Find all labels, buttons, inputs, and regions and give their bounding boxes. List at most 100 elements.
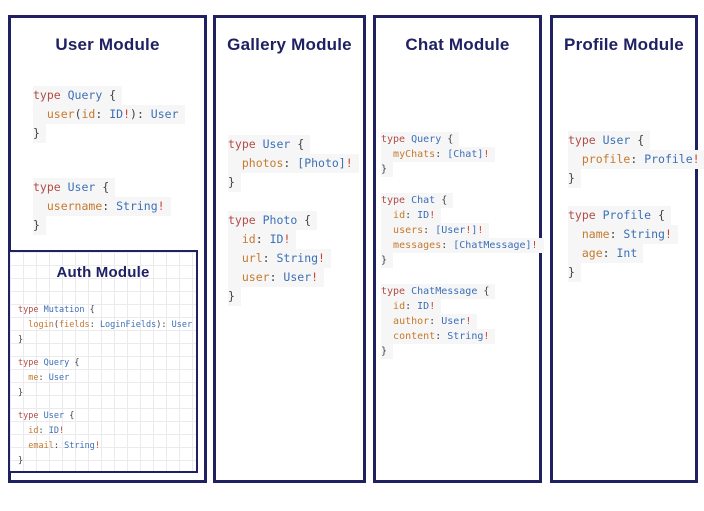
code-token: age — [581, 246, 603, 260]
code-token: : — [423, 225, 436, 236]
code-line: author: User! — [381, 314, 478, 329]
code-token: { — [74, 358, 80, 368]
code-line: type ChatMessage { — [381, 284, 496, 299]
code-line: type User { — [33, 178, 116, 197]
code-token: ! — [531, 240, 538, 251]
code-token: type — [18, 411, 44, 421]
code-token — [228, 156, 242, 170]
code-token: ! — [345, 156, 353, 170]
code-token: ID — [48, 426, 59, 436]
code-token — [228, 270, 242, 284]
code-token: ! — [157, 199, 165, 213]
code-line: } — [18, 386, 29, 401]
module-user: User Module type Query { user(id: ID!): … — [8, 15, 207, 483]
code-token: user — [241, 270, 270, 284]
code-type-definition: type User { profile: Profile!} — [568, 131, 704, 188]
code-token: user — [46, 107, 75, 121]
code-token: { — [441, 195, 448, 206]
code-token: { — [297, 137, 305, 151]
code-token: profile — [581, 152, 631, 166]
code-token: LoginFields — [99, 320, 157, 330]
code-token: ! — [123, 107, 131, 121]
code-token: : — [435, 149, 448, 160]
code-token: } — [381, 346, 388, 357]
code-token: ! — [283, 232, 291, 246]
code-token — [381, 301, 393, 312]
code-token: messages — [393, 240, 442, 251]
code-token: { — [304, 213, 312, 227]
code-token: Chat — [411, 195, 442, 206]
code-token: : — [429, 316, 442, 327]
code-token: } — [568, 265, 575, 279]
code-token: { — [447, 134, 454, 145]
code-line: user(id: ID!): User — [33, 105, 185, 124]
code-token: ! — [664, 227, 672, 241]
code-token: type — [568, 133, 603, 147]
code-token: ! — [692, 152, 700, 166]
code-token: ( — [74, 107, 82, 121]
module-profile: Profile Module type User { profile: Prof… — [550, 15, 704, 483]
code-token: String — [64, 441, 95, 451]
code-token: fields — [58, 320, 90, 330]
code-token: type — [18, 305, 44, 315]
code-token: id — [241, 232, 256, 246]
code-line: type Query { — [18, 356, 85, 371]
code-token — [381, 316, 393, 327]
code-token: ChatMessage — [411, 286, 484, 297]
module-chat: Chat Module type Query { myChats: [Chat]… — [373, 15, 544, 483]
module-gallery: Gallery Module type User { photos: [Phot… — [213, 15, 366, 483]
code-token: User — [283, 270, 312, 284]
code-token: ! — [483, 149, 490, 160]
code-token: type — [33, 88, 68, 102]
code-token: User — [602, 133, 638, 147]
code-type-definition: type Photo { id: ID! url: String! user: … — [228, 211, 359, 306]
code-type-definition: type Chat { id: ID! users: [User!]! mess… — [381, 193, 544, 268]
code-token: : — [435, 331, 448, 342]
code-token: User — [262, 137, 298, 151]
code-token: type — [381, 134, 412, 145]
code-token — [18, 373, 28, 383]
code-line: url: String! — [228, 249, 331, 268]
code-token: User — [48, 373, 70, 383]
code-token: User — [67, 180, 103, 194]
code-line: photos: [Photo]! — [228, 154, 359, 173]
code-token: { — [658, 208, 665, 222]
code-token: : — [38, 373, 49, 383]
code-token: Photo — [262, 213, 305, 227]
module-title: Gallery Module — [227, 35, 352, 54]
code-token: login — [28, 320, 54, 330]
code-line: users: [User!]! — [381, 223, 490, 238]
code-line: id: ID! — [381, 208, 442, 223]
code-line: } — [228, 287, 241, 306]
code-token: ): — [156, 320, 172, 330]
code-line: } — [568, 169, 581, 188]
code-token — [381, 225, 393, 236]
code-line: type User { — [228, 135, 311, 154]
code-type-definition: type ChatMessage { id: ID! author: User!… — [381, 284, 544, 359]
code-token: : — [89, 320, 100, 330]
code-token: me — [28, 373, 39, 383]
code-token: type — [228, 137, 263, 151]
code-token: Query — [43, 358, 75, 368]
code-line: type User { — [18, 409, 80, 424]
code-line: id: ID! — [381, 299, 442, 314]
code-line: type Query { — [381, 132, 460, 147]
code-token: } — [381, 255, 388, 266]
code-token: : — [609, 227, 624, 241]
code-token: ! — [94, 441, 100, 451]
code-block: type User { photos: [Photo]!}type Photo … — [228, 135, 359, 306]
module-title: User Module — [55, 35, 160, 54]
code-token: type — [228, 213, 263, 227]
code-line: email: String! — [18, 439, 106, 454]
code-token: String — [116, 199, 158, 213]
code-token: User — [150, 107, 179, 121]
code-token — [33, 199, 47, 213]
code-token: Int — [616, 246, 638, 260]
code-line: login(fields: LoginFields): User — [18, 318, 198, 333]
code-token: ] — [471, 225, 478, 236]
code-token: type — [381, 286, 412, 297]
code-token: String — [623, 227, 665, 241]
code-type-definition: type Mutation { login(fields: LoginField… — [18, 303, 198, 348]
code-token: { — [109, 88, 117, 102]
code-token: id — [393, 210, 406, 221]
